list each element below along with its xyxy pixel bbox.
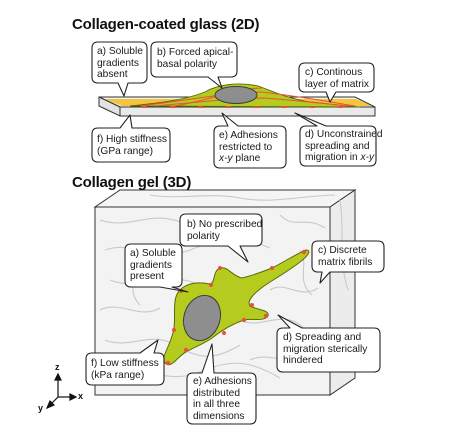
callout-3d-b: b) No prescribed polarity — [187, 219, 263, 242]
callout-2d-a: a) Soluble gradients absent — [97, 46, 143, 81]
callout-2d-a-bubble — [91, 41, 148, 97]
callout-3d-a-bubble — [124, 243, 189, 293]
panel-2d-title: Collagen-coated glass (2D) — [72, 16, 260, 33]
callout-3d-c-bubble — [311, 240, 385, 284]
axis-triad — [45, 372, 78, 410]
callout-2d-d: d) Unconstrained spreading and migration… — [305, 129, 383, 164]
callout-3d-c: c) Discrete matrix fibrils — [318, 245, 373, 268]
nucleus-3d — [182, 294, 222, 342]
callout-3d-e-bubble — [186, 343, 257, 425]
adhesions-2d — [142, 106, 343, 108]
callout-2d-b: b) Forced apical- basal polarity — [157, 47, 234, 70]
callout-2d-b-bubble — [150, 41, 238, 89]
callout-3d-e: e) Adhesions distributed in all three di… — [193, 376, 252, 422]
axis-z-label: z — [55, 362, 60, 372]
adhesions-3d — [165, 249, 307, 366]
panel-3d-title: Collagen gel (3D) — [72, 174, 192, 191]
callout-3d-b-bubble — [179, 213, 263, 263]
callout-3d-d: d) Spreading and migration sterically hi… — [283, 332, 368, 367]
axis-y-label: y — [38, 403, 44, 413]
callout-2d-f-bubble — [91, 114, 171, 163]
callout-3d-f-bubble — [85, 339, 165, 386]
nucleus-2d — [214, 86, 258, 104]
callout-2d-f: f) High stiffness (GPa range) — [97, 134, 168, 157]
callout-2d-d-line3: migration in x-y — [305, 152, 375, 164]
callout-3d-d-bubble — [276, 314, 381, 373]
callout-3d-f: f) Low stiffness (kPa range) — [91, 358, 159, 381]
callout-2d-e-bubble — [213, 112, 287, 169]
callout-2d-c: c) Continous layer of matrix — [305, 67, 369, 90]
axis-x-label: x — [78, 391, 84, 401]
callout-3d-a: a) Soluble gradients present — [130, 248, 176, 283]
callout-2d-e: e) Adhesions restricted to x-y plane — [219, 130, 278, 165]
callout-2d-d-bubble — [294, 112, 377, 167]
callout-2d-c-bubble — [298, 62, 375, 103]
